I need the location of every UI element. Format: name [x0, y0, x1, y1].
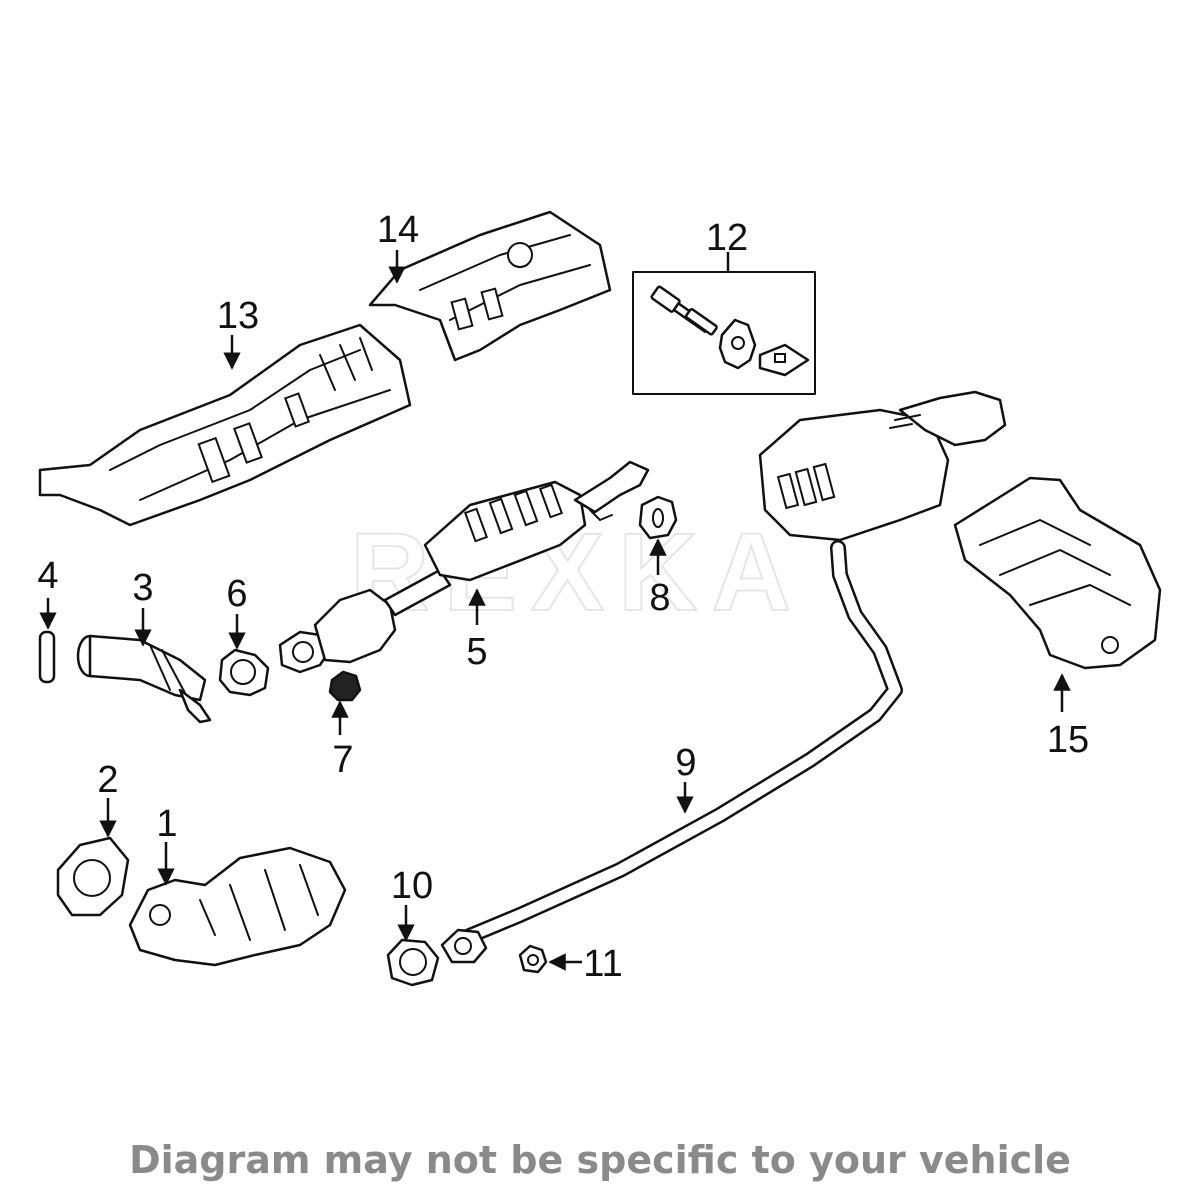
part-9-intermediate-pipe — [440, 540, 903, 964]
part-14-heat-shield — [368, 210, 612, 362]
part-13-front-heat-shield — [38, 323, 412, 527]
part-5-catalytic-converter — [278, 460, 650, 674]
callout-14: 14 — [377, 209, 419, 251]
part-1-exhaust-manifold — [128, 846, 347, 967]
callout-11: 11 — [583, 943, 622, 985]
callout-8: 8 — [649, 577, 670, 619]
callout-3: 3 — [132, 567, 153, 609]
callout-4: 4 — [37, 555, 58, 597]
part-10-gasket — [386, 938, 440, 987]
callout-1: 1 — [156, 803, 177, 845]
callout-9: 9 — [675, 742, 696, 784]
callout-6: 6 — [226, 573, 247, 615]
part-2-gasket — [56, 836, 130, 917]
part-4-tube — [38, 630, 56, 684]
callout-5: 5 — [466, 631, 487, 673]
disclaimer-text: Diagram may not be specific to your vehi… — [129, 1138, 1071, 1182]
callout-arrows — [39, 250, 1071, 971]
callout-2: 2 — [97, 759, 118, 801]
part-15-heat-shield — [953, 476, 1162, 670]
part-7-seal — [328, 670, 362, 702]
callout-13: 13 — [217, 295, 259, 337]
part-3-front-pipe — [76, 634, 212, 724]
part-11-nut — [518, 944, 548, 974]
muffler-assembly — [758, 390, 1007, 542]
part-6-gasket — [218, 648, 270, 697]
callout-10: 10 — [391, 865, 433, 907]
part-12-hardware-kit — [632, 271, 816, 395]
callout-12: 12 — [706, 217, 748, 259]
callout-7: 7 — [332, 739, 353, 781]
part-8-hanger — [638, 495, 678, 540]
callout-15: 15 — [1047, 719, 1089, 761]
